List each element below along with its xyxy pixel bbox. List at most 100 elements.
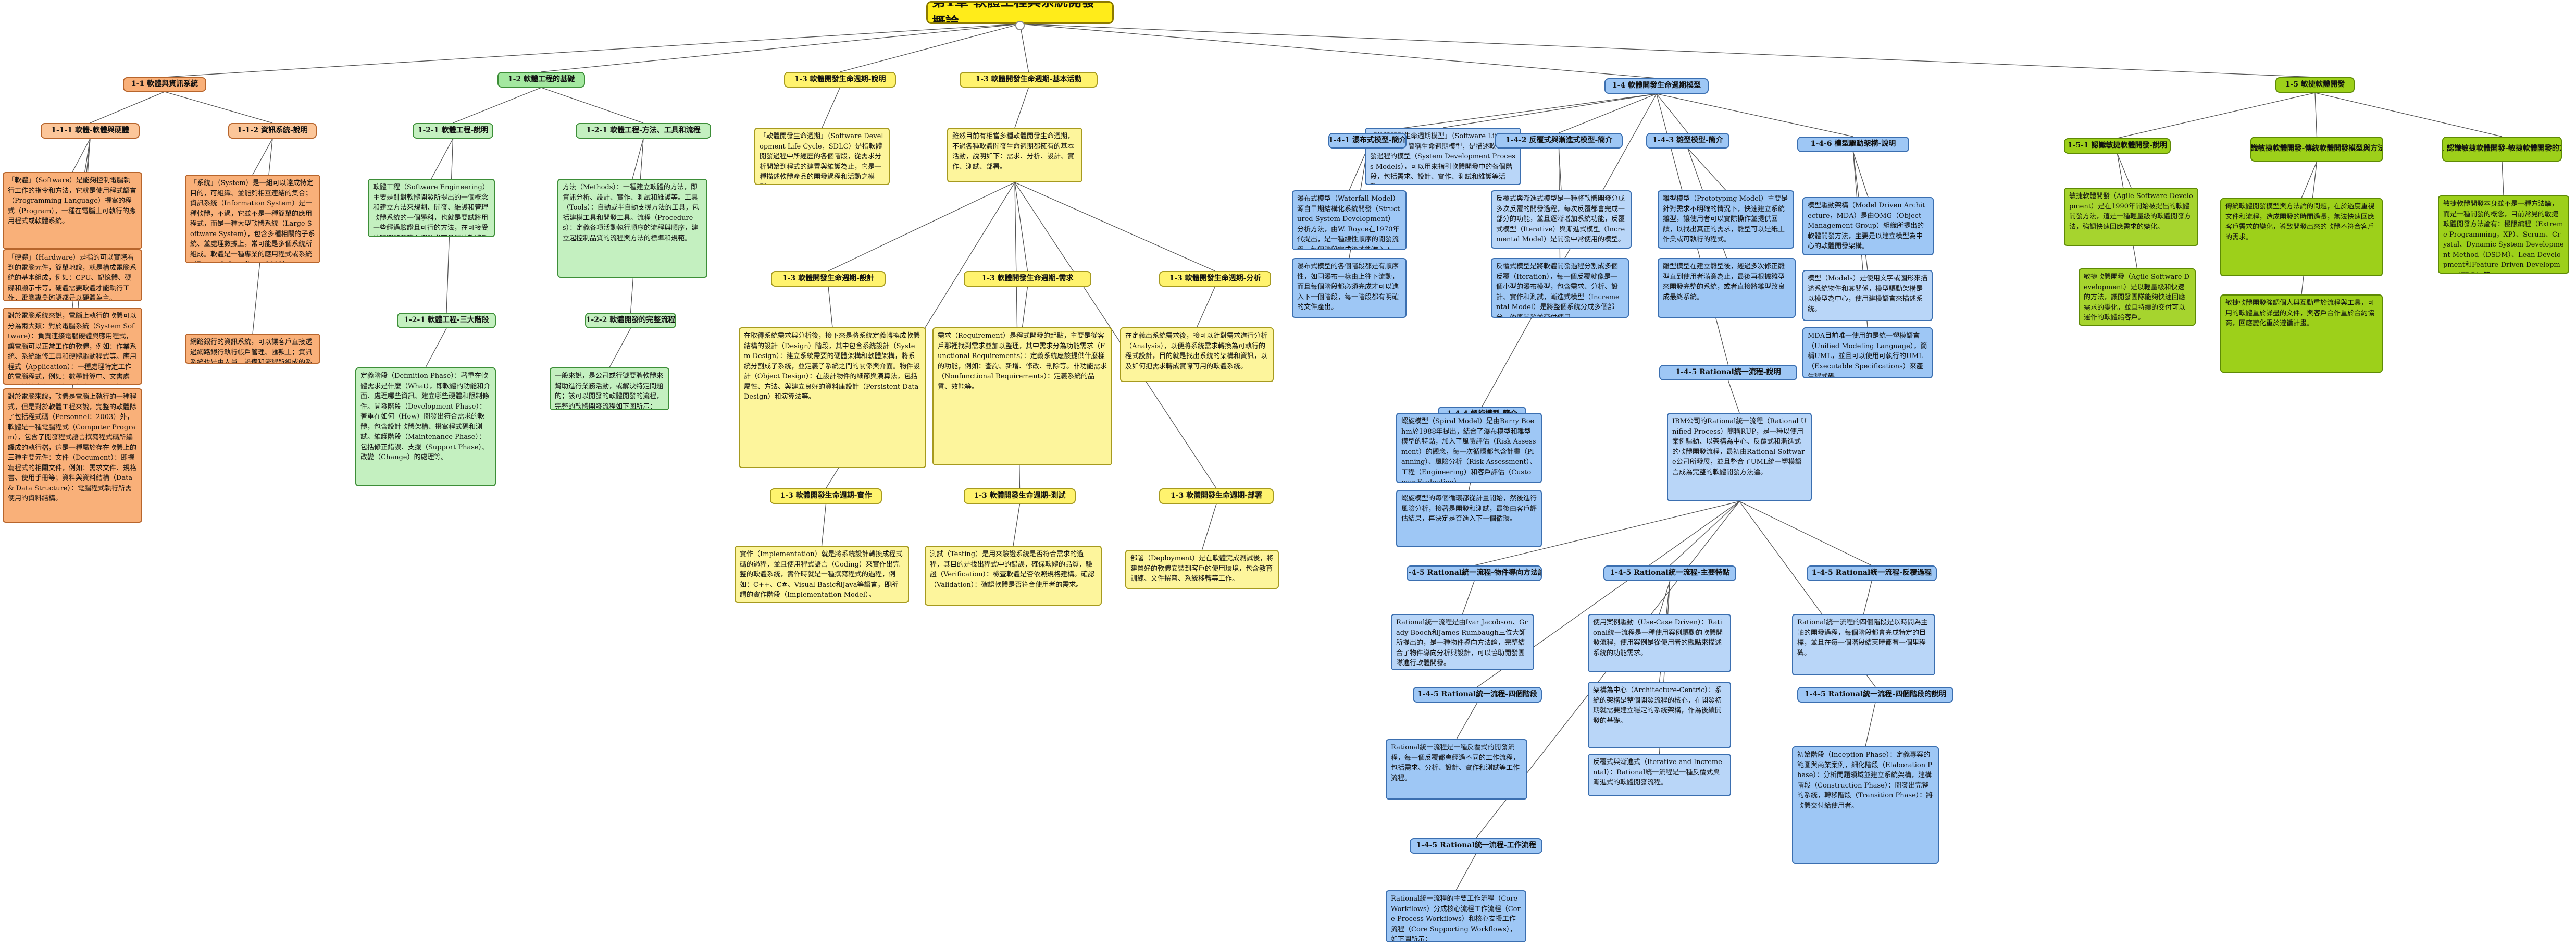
note-n5i[interactable]: MDA目前唯一使用的是統一塑模語言（Unified Modeling Langu… bbox=[1802, 327, 1933, 378]
topic-b3[interactable]: 1-3 軟體開發生命週期-說明 bbox=[784, 72, 896, 88]
note-n5j[interactable]: 螺旋模型（Spiral Model）是由Barry Boehm於1988年提出，… bbox=[1396, 413, 1542, 483]
topic-b5-7[interactable]: 1-4-5 Rational統一流程-物件導向方法論 bbox=[1407, 565, 1542, 581]
topic-b2-4[interactable]: 1-2-2 軟體開發的完整流程 bbox=[585, 313, 676, 328]
topic-b4[interactable]: 1-3 軟體開發生命週期-基本活動 bbox=[960, 72, 1098, 88]
topic-b6-1[interactable]: 1-5-1 認識敏捷軟體開發-說明 bbox=[2064, 138, 2171, 154]
topic-b5-8[interactable]: 1-4-5 Rational統一流程-主要特點 bbox=[1603, 565, 1736, 581]
note-n5f[interactable]: 雛型模型在建立雛型後，經過多次修正雛型直到使用者滿意為止，最後再根據雛型來開發完… bbox=[1658, 258, 1796, 318]
root-topic[interactable]: 第1章 軟體工程與系統開發概論 bbox=[926, 1, 1114, 24]
note-n4f[interactable]: 部署（Deployment）是在軟體完成測試後，將建置好的軟體安裝到客戶的使用環… bbox=[1125, 550, 1279, 589]
connector-b5-b5_3 bbox=[1656, 93, 1688, 133]
note-n1c[interactable]: 對於電腦系統來說，電腦上執行的軟體可以分為兩大類：對於電腦系統（System S… bbox=[3, 308, 142, 385]
note-n4[interactable]: 雖然目前有相當多種軟體開發生命週期，不過各種軟體開發生命週期都擁有的基本活動，說… bbox=[947, 128, 1082, 182]
note-n6b[interactable]: 敏捷軟體開發（Agile Software Development）是以輕量級和… bbox=[2079, 268, 2196, 326]
note-n5g[interactable]: 模型驅動架構（Model Driven Architecture，MDA）是由O… bbox=[1802, 197, 1934, 255]
note-n3[interactable]: 「軟體開發生命週期」（Software Development Life Cyc… bbox=[754, 128, 890, 185]
note-n6d[interactable]: 敏捷軟體開發強調個人與互動重於流程與工具，可用的軟體重於詳盡的文件，與客戶合作重… bbox=[2220, 294, 2383, 373]
note-n5e[interactable]: 雛型模型（Prototyping Model）主要是針對需求不明確的情況下，快速… bbox=[1658, 190, 1794, 249]
note-n5s[interactable]: Rational統一流程是一種反覆式的開發流程，每一個反覆都會經過不同的工作流程… bbox=[1386, 739, 1527, 800]
topic-label: 1-4-5 Rational統一流程-說明 bbox=[1675, 368, 1781, 377]
note-n5b[interactable]: 瀑布式模型的各個階段都是有順序性，如同瀑布一樣由上往下流動，而且每個階段都必須完… bbox=[1292, 258, 1407, 318]
note-n6e[interactable]: 敏捷軟體開發本身並不是一種方法論，而是一種開發的概念，目前常見的敏捷軟體開發方法… bbox=[2438, 195, 2569, 274]
connector-n5l-b5_7 bbox=[1474, 501, 1740, 566]
topic-b5-10[interactable]: 1-4-5 Rational統一流程-四個階段 bbox=[1413, 687, 1542, 703]
topic-b2[interactable]: 1-2 軟體工程的基礎 bbox=[497, 72, 585, 88]
note-n2d[interactable]: 定義階段（Definition Phase）：著重在軟體需求是什麼（What），… bbox=[355, 367, 496, 486]
note-n2a[interactable]: 軟體工程（Software Engineering）主要是針對軟體開發所提出的一… bbox=[368, 179, 495, 237]
connector-n4-b4_6 bbox=[1014, 182, 1217, 489]
note-n6c[interactable]: 傳統軟體開發模型與方法論的問題，在於過度重視文件和流程，造成開發的時間過長，無法… bbox=[2220, 198, 2383, 276]
connector-b4_6-n4f bbox=[1201, 503, 1217, 550]
topic-b6-2[interactable]: 1-5-1 認識敏捷軟體開發-傳統軟體開發模型與方法論的問題 bbox=[2250, 137, 2383, 162]
note-n1d[interactable]: 對於電腦來說，軟體是電腦上執行的一種程式，但是對於軟體工程來說，完整的軟體除了包… bbox=[3, 388, 142, 523]
note-n1e[interactable]: 「系統」（System）是一組可以達成特定目的，可組織、並能夠相互連結的集合；資… bbox=[185, 175, 320, 263]
note-n4c[interactable]: 在定義出系統需求後，接可以針對需求進行分析（Analysis），以便將系統需求轉… bbox=[1120, 327, 1274, 382]
note-n1f[interactable]: 網路銀行的資訊系統，可以讓客戶直接透過網路銀行執行帳戶管理、匯款上；資訊系統也是… bbox=[185, 334, 320, 364]
topic-b4-6[interactable]: 1-3 軟體開發生命週期-部署 bbox=[1159, 488, 1274, 504]
topic-b5-1[interactable]: 1-4-1 瀑布式模型-簡介 bbox=[1328, 133, 1407, 149]
topic-b2-2[interactable]: 1-2-1 軟體工程-方法、工具和流程 bbox=[576, 123, 711, 139]
note-n5r[interactable]: 初始階段（Inception Phase）：定義專案的範圍與商業案例，細化階段（… bbox=[1792, 746, 1939, 864]
collapse-toggle-icon[interactable] bbox=[1015, 21, 1025, 30]
note-n2c[interactable]: 一般來說，是公司或行號要聘軟體來幫助進行業務活動，或解決特定問題的；該可以開發的… bbox=[550, 367, 669, 410]
connector-b6-b6_2 bbox=[2314, 92, 2318, 137]
note-n5p[interactable]: 反覆式與漸進式（Iterative and Incremental）：Ratio… bbox=[1588, 754, 1731, 796]
note-text: 使用案例驅動（Use-Case Driven）：Rational統一流程是一種使… bbox=[1593, 619, 1723, 657]
note-n5h[interactable]: 模型（Models）是使用文字或圖形來描述系統物件和其關係，模型驅動架構是以模型… bbox=[1802, 270, 1933, 321]
note-text: 「軟體開發生命週期模型」（Software Lifecycle Models）簡… bbox=[1370, 132, 1515, 184]
topic-label: 1-4-5 Rational統一流程-反覆過程 bbox=[1811, 569, 1932, 577]
topic-b5-4[interactable]: 1-4-6 模型驅動架構-說明 bbox=[1797, 137, 1909, 152]
connector-n4-b4_2 bbox=[1014, 182, 1028, 272]
topic-b4-5[interactable]: 1-3 軟體開發生命週期-測試 bbox=[964, 488, 1076, 504]
note-n6a[interactable]: 敏捷軟體開發（Agile Software Development）是在1990… bbox=[2064, 188, 2198, 246]
topic-b5[interactable]: 1-4 軟體開發生命週期模型 bbox=[1604, 78, 1709, 94]
topic-b4-1[interactable]: 1-3 軟體開發生命週期-設計 bbox=[771, 271, 886, 287]
connector-b5-b5_5 bbox=[1482, 93, 1657, 407]
topic-b2-1[interactable]: 1-2-1 軟體工程-說明 bbox=[413, 123, 493, 139]
note-text: 敏捷軟體開發（Agile Software Development）是以輕量級和… bbox=[2084, 273, 2189, 322]
topic-b5-6[interactable]: 1-4-5 Rational統一流程-說明 bbox=[1659, 365, 1797, 380]
topic-b1-2[interactable]: 1-1-2 資訊系統-說明 bbox=[228, 123, 317, 139]
note-n5d[interactable]: 反覆式模型是將軟體開發過程分割成多個反覆（Iteration），每一個反覆就像是… bbox=[1491, 258, 1629, 318]
note-n4b[interactable]: 需求（Requirement）是程式開發的起點，主要是從客戶那裡找到需求並加以整… bbox=[932, 327, 1112, 465]
topic-b6-3[interactable]: 1-5-1 認識敏捷軟體開發-敏捷軟體開發的方法論 bbox=[2442, 137, 2562, 162]
topic-b4-3[interactable]: 1-3 軟體開發生命週期-分析 bbox=[1159, 271, 1271, 287]
note-n5q[interactable]: Rational統一流程的四個階段是以時間為主軸的開發過程，每個階段都會完成特定… bbox=[1792, 614, 1935, 675]
topic-b5-9[interactable]: 1-4-5 Rational統一流程-反覆過程 bbox=[1807, 565, 1937, 581]
topic-label: 1-4-2 反覆式與漸進式模型-簡介 bbox=[1505, 136, 1613, 145]
topic-b5-3[interactable]: 1-4-3 雛型模型-簡介 bbox=[1646, 133, 1729, 149]
note-text: 傳統軟體開發模型與方法論的問題，在於過度重視文件和流程，造成開發的時間過長，無法… bbox=[2225, 203, 2375, 241]
note-text: 架構為中心（Architecture-Centric）：系統的架構是整個開發流程… bbox=[1593, 686, 1722, 725]
note-n1b[interactable]: 「硬體」（Hardware）是指的可以實際看到的電腦元件，簡單地說，就是構成電腦… bbox=[3, 249, 142, 301]
topic-b5-12[interactable]: 1-4-5 Rational統一流程-工作流程 bbox=[1410, 838, 1542, 854]
topic-b5-2[interactable]: 1-4-2 反覆式與漸進式模型-簡介 bbox=[1495, 133, 1623, 149]
note-n4d[interactable]: 實作（Implementation）就是將系統設計轉換成程式碼的過程，並且使用程… bbox=[735, 546, 909, 603]
topic-label: 1-3 軟體開發生命週期-基本活動 bbox=[975, 75, 1082, 84]
topic-b2-3[interactable]: 1-2-1 軟體工程-三大階段 bbox=[397, 313, 496, 328]
note-n5c[interactable]: 反覆式與漸進式模型是一種將軟體開發分成多次反覆的開發過程，每次反覆都會完成一部分… bbox=[1491, 190, 1632, 249]
note-n5l[interactable]: IBM公司的Rational統一流程（Rational Unified Proc… bbox=[1667, 413, 1812, 501]
topic-b6[interactable]: 1-5 敏捷軟體開發 bbox=[2275, 77, 2355, 93]
note-n4e[interactable]: 測試（Testing）是用來驗證系統是否符合需求的過程，其目的是找出程式中的錯誤… bbox=[925, 546, 1102, 606]
topic-b1[interactable]: 1-1 軟體與資訊系統 bbox=[123, 77, 206, 92]
note-n5m[interactable]: Rational統一流程是由Ivar Jacobson、Grady Booch和… bbox=[1391, 614, 1534, 670]
topic-label: 第1章 軟體工程與系統開發概論 bbox=[932, 1, 1096, 24]
connector-b5_11-n5r bbox=[1865, 702, 1876, 747]
note-n1a[interactable]: 「軟體」（Software）是能夠控制電腦執行工作的指令和方法，它就是使用程式語… bbox=[3, 172, 142, 249]
connector-b1_1-n1a bbox=[72, 138, 91, 173]
topic-label: 1-4-5 Rational統一流程-主要特點 bbox=[1610, 569, 1730, 577]
connector-b5_3-n5e bbox=[1687, 148, 1726, 191]
topic-b4-2[interactable]: 1-3 軟體開發生命週期-需求 bbox=[964, 271, 1091, 287]
note-n5n[interactable]: 使用案例驅動（Use-Case Driven）：Rational統一流程是一種使… bbox=[1588, 614, 1731, 672]
topic-b5-11[interactable]: 1-4-5 Rational統一流程-四個階段的說明 bbox=[1797, 687, 1953, 703]
note-n5k[interactable]: 螺旋模型的每個循環都從計畫開始，然後進行風險分析，接著是開發和測試，最後由客戶評… bbox=[1396, 490, 1542, 547]
note-n5o[interactable]: 架構為中心（Architecture-Centric）：系統的架構是整個開發流程… bbox=[1588, 682, 1731, 748]
topic-label: 1-2-1 軟體工程-方法、工具和流程 bbox=[586, 126, 701, 135]
note-n5a[interactable]: 瀑布式模型（Waterfall Model）源自早期結構化系統開發（Struct… bbox=[1292, 190, 1407, 250]
topic-b1-1[interactable]: 1-1-1 軟體-軟體與硬體 bbox=[41, 123, 140, 139]
note-n2b[interactable]: 方法（Methods）：一種建立軟體的方法，即資訊分析、設計、實作、測試和維護等… bbox=[557, 179, 707, 278]
note-n4a[interactable]: 在取得系統需求與分析後，接下來是將系統定義轉換成軟體結構的設計（Design）階… bbox=[739, 327, 926, 468]
connector-b5_7-n5m bbox=[1462, 581, 1475, 614]
note-n5t[interactable]: Rational統一流程的主要工作流程（Core Workflows）分成核心流… bbox=[1386, 890, 1526, 942]
topic-b4-4[interactable]: 1-3 軟體開發生命週期-實作 bbox=[770, 488, 882, 504]
